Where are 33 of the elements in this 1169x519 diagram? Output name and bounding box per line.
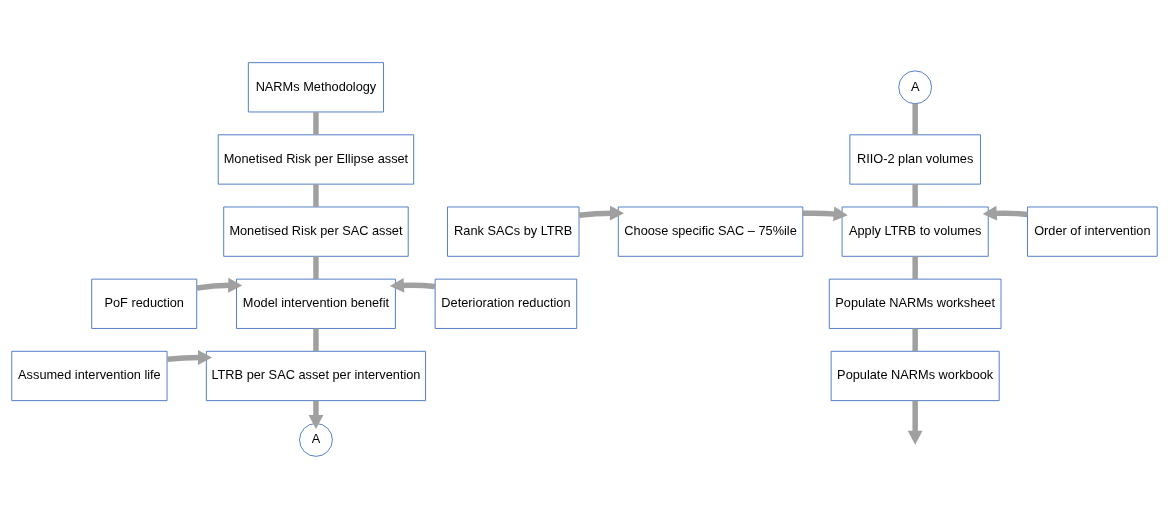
- connector: [313, 112, 319, 135]
- node-box: RIIO-2 plan volumes: [849, 134, 981, 185]
- node-box: Apply LTRB to volumes: [841, 206, 989, 257]
- connector: [313, 328, 319, 352]
- node-box: LTRB per SAC asset per intervention: [205, 350, 426, 402]
- node-box: Monetised Risk per SAC asset: [223, 206, 409, 257]
- node-circle: A: [898, 70, 933, 105]
- node-box: Deterioration reduction: [434, 278, 578, 329]
- arrow: [802, 206, 848, 222]
- arrow: [389, 277, 436, 293]
- connector: [912, 256, 918, 280]
- arrow: [196, 277, 243, 293]
- arrow: [167, 350, 213, 365]
- node-box: Model intervention benefit: [236, 278, 396, 329]
- node-box: Populate NARMs workbook: [830, 350, 1000, 402]
- node-box: Rank SACs by LTRB: [447, 206, 580, 257]
- connector: [313, 184, 319, 207]
- node-circle: A: [299, 423, 333, 457]
- connector: [912, 328, 918, 352]
- node-box: Choose specific SAC – 75%ile: [617, 206, 804, 257]
- arrow: [578, 205, 625, 221]
- node-box: Populate NARMs worksheet: [828, 278, 1002, 329]
- node-box: Order of intervention: [1027, 206, 1158, 257]
- node-box: Monetised Risk per Ellipse asset: [217, 134, 415, 185]
- node-box: NARMs Methodology: [247, 62, 384, 113]
- arrow: [308, 400, 324, 430]
- node-box: PoF reduction: [91, 278, 198, 329]
- arrow: [907, 400, 923, 445]
- node-box: Assumed intervention life: [11, 350, 168, 402]
- arrow: [982, 205, 1028, 221]
- connector: [313, 256, 319, 280]
- connector: [912, 184, 918, 207]
- connector: [912, 103, 918, 135]
